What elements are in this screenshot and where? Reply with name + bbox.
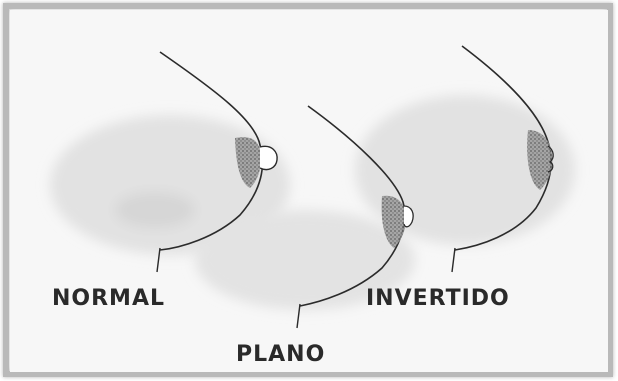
nipple-types-diagram [10,10,608,372]
label-invertido: INVERTIDO [366,288,510,310]
label-normal: NORMAL [52,288,165,310]
label-plano: PLANO [236,344,325,366]
illustration-canvas: NORMAL PLANO INVERTIDO [10,10,608,372]
